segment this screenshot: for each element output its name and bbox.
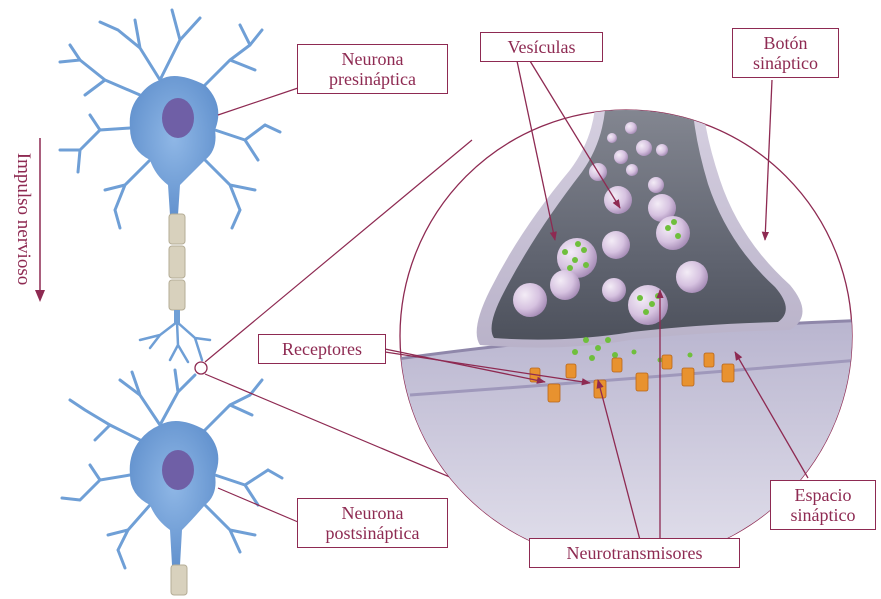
postsynaptic-axon [171, 565, 187, 595]
postsynaptic-nucleus [162, 450, 194, 490]
label-neurotransmitters: Neurotransmisores [529, 538, 740, 568]
presynaptic-pointer [218, 88, 298, 115]
presynaptic-neuron [60, 10, 280, 362]
label-synaptic-button: Botón sináptico [732, 28, 839, 78]
label-postsynaptic-neuron: Neurona postsináptica [297, 498, 448, 548]
label-vesicles: Vesículas [480, 32, 603, 62]
axon-terminals [140, 322, 210, 362]
zoom-marker [195, 362, 207, 374]
impulse-arrow [34, 134, 46, 304]
label-synaptic-cleft: Espacio sináptico [770, 480, 876, 530]
presynaptic-nucleus [162, 98, 194, 138]
postsynaptic-pointer [218, 488, 298, 522]
postsynaptic-neuron [62, 370, 282, 595]
impulse-indicator: Impulso nervioso [2, 134, 42, 304]
impulse-label: Impulso nervioso [10, 141, 34, 297]
label-receptors: Receptores [258, 334, 386, 364]
presynaptic-soma [130, 76, 219, 215]
postsynaptic-soma [130, 421, 219, 565]
presynaptic-axon [169, 214, 185, 324]
label-presynaptic-neuron: Neurona presináptica [297, 44, 448, 94]
